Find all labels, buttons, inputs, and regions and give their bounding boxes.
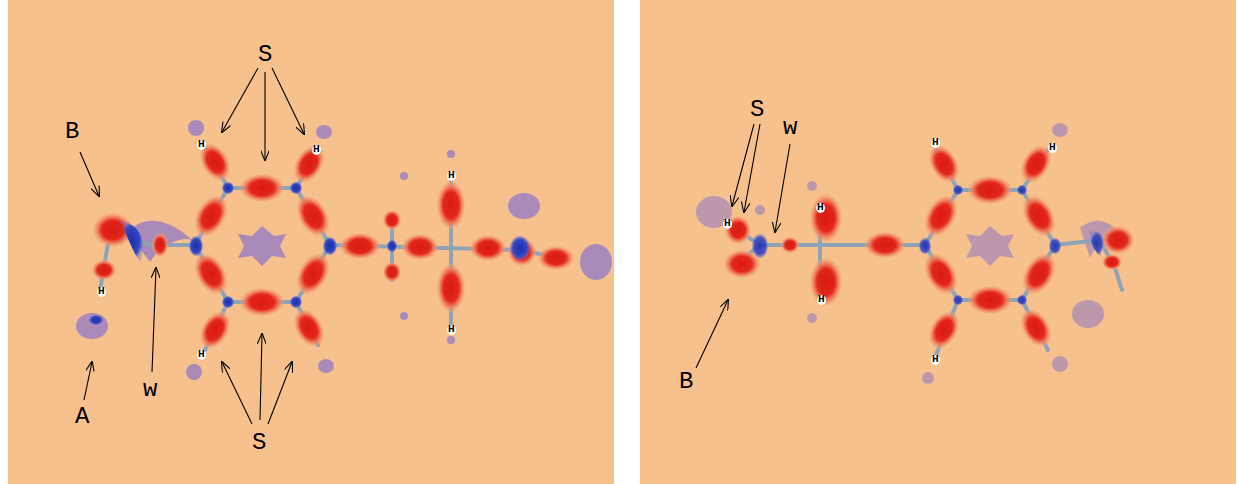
left-panel — [8, 0, 614, 484]
atom-label: H — [931, 355, 940, 365]
region-label: w — [143, 378, 157, 402]
right-molecule — [696, 123, 1134, 384]
atom-label: H — [197, 140, 206, 150]
region-label: w — [783, 116, 797, 140]
region-label: B — [679, 370, 693, 394]
region-label: S — [258, 43, 272, 67]
right-panel — [640, 0, 1236, 484]
atom-label: H — [197, 350, 206, 360]
region-label: S — [750, 98, 764, 122]
atom-label: H — [931, 138, 940, 148]
region-label: S — [252, 431, 266, 455]
atom-label: H — [97, 287, 106, 297]
atom-label: H — [1048, 143, 1057, 153]
atom-label: H — [447, 171, 456, 181]
atom-label: H — [723, 219, 732, 229]
region-label: A — [75, 405, 89, 429]
atom-label: H — [447, 325, 456, 335]
atom-label: H — [816, 203, 825, 213]
left-molecule — [76, 120, 612, 380]
atom-label: H — [817, 295, 826, 305]
leader-lines — [80, 68, 790, 424]
region-label: B — [65, 120, 79, 144]
atom-label: H — [312, 145, 321, 155]
